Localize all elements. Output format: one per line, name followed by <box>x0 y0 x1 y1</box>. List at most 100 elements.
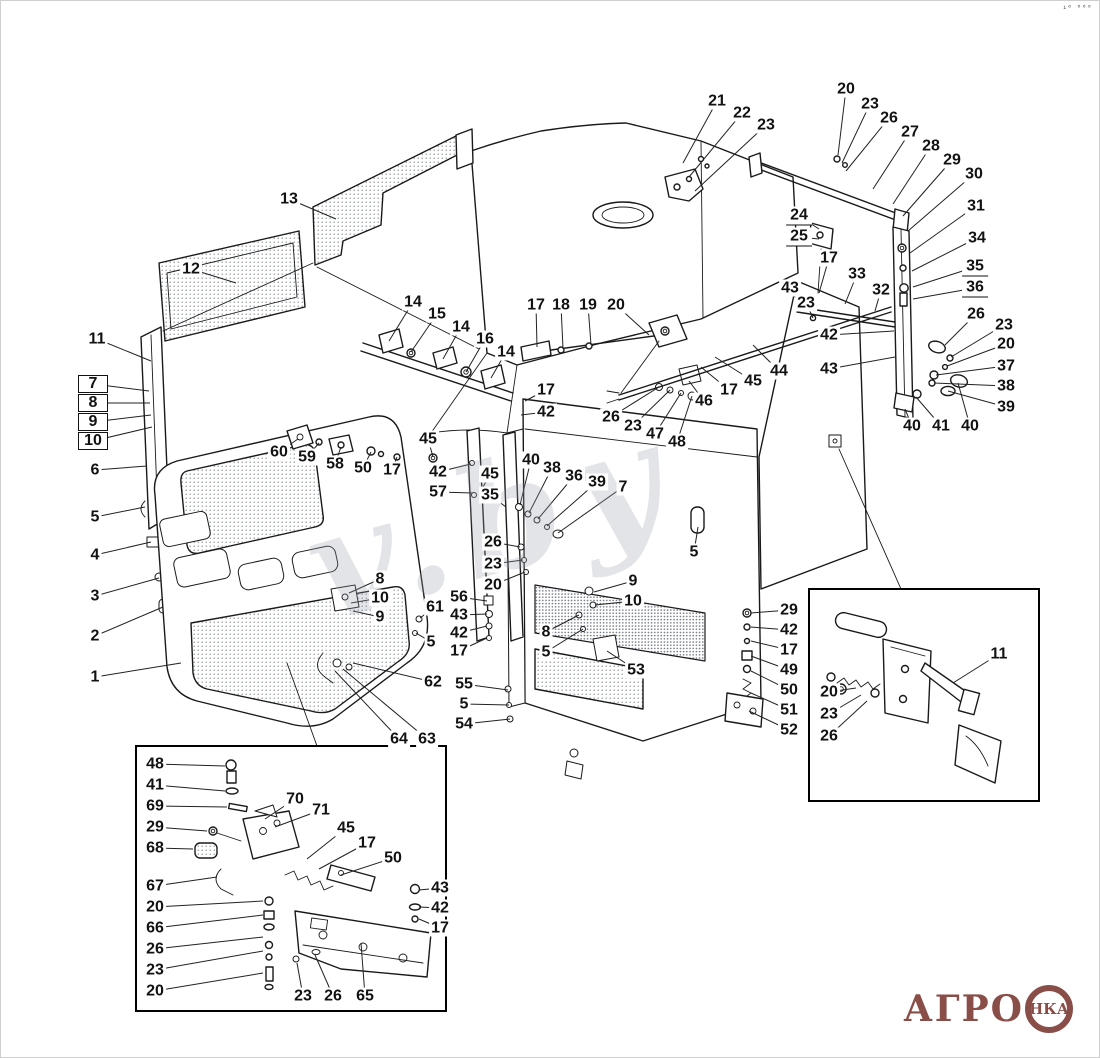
callout-10: 10 <box>78 432 108 450</box>
callout-24: 24 <box>786 206 812 226</box>
callout-42: 42 <box>427 463 449 481</box>
callout-26: 26 <box>818 727 840 745</box>
callout-23: 23 <box>482 555 504 573</box>
callout-29: 29 <box>778 601 800 619</box>
callout-14: 14 <box>495 343 517 361</box>
callout-45: 45 <box>742 372 764 390</box>
callout-41: 41 <box>144 776 166 794</box>
callout-17: 17 <box>381 461 403 479</box>
callout-26: 26 <box>322 987 344 1005</box>
callout-42: 42 <box>818 326 840 344</box>
callout-30: 30 <box>963 165 985 183</box>
callout-70: 70 <box>284 790 306 808</box>
callout-18: 18 <box>550 296 572 314</box>
callout-44: 44 <box>768 362 790 380</box>
callout-9: 9 <box>78 413 108 431</box>
callout-8: 8 <box>373 570 387 588</box>
callout-61: 61 <box>424 598 446 616</box>
callout-5: 5 <box>457 695 471 713</box>
callout-32: 32 <box>870 281 892 299</box>
callout-17: 17 <box>535 381 557 399</box>
callout-25: 25 <box>786 227 812 247</box>
callout-23: 23 <box>993 316 1015 334</box>
latch-cluster-left <box>286 424 438 463</box>
callout-20: 20 <box>144 982 166 1000</box>
callout-20: 20 <box>605 296 627 314</box>
callout-71: 71 <box>310 801 332 819</box>
callout-43: 43 <box>818 360 840 378</box>
callout-23: 23 <box>622 417 644 435</box>
callout-33: 33 <box>846 265 868 283</box>
callout-23: 23 <box>795 294 817 312</box>
callout-69: 69 <box>144 797 166 815</box>
callout-51: 51 <box>778 701 800 719</box>
callout-13: 13 <box>278 190 300 208</box>
callout-65: 65 <box>354 987 376 1005</box>
callout-29: 29 <box>144 818 166 836</box>
callout-55: 55 <box>453 675 475 693</box>
callout-50: 50 <box>778 681 800 699</box>
callout-15: 15 <box>426 305 448 323</box>
callout-7: 7 <box>78 375 108 393</box>
callout-26: 26 <box>965 305 987 323</box>
callout-17: 17 <box>356 834 378 852</box>
callout-20: 20 <box>818 683 840 701</box>
callout-5: 5 <box>539 643 553 661</box>
callout-2: 2 <box>88 627 102 645</box>
callout-14: 14 <box>402 293 424 311</box>
inset-detail-left <box>135 745 447 1012</box>
leader-to-right-inset <box>838 448 902 590</box>
callout-23: 23 <box>755 116 777 134</box>
brand-logo-text: АГРО <box>903 988 1024 1030</box>
callout-38: 38 <box>541 459 563 477</box>
callout-37: 37 <box>995 357 1017 375</box>
callout-23: 23 <box>144 961 166 979</box>
callout-17: 17 <box>448 642 470 660</box>
callout-19: 19 <box>577 296 599 314</box>
front-grille <box>153 415 429 727</box>
callout-17: 17 <box>429 919 451 937</box>
callout-17: 17 <box>818 249 840 267</box>
callout-48: 48 <box>144 755 166 773</box>
callout-43: 43 <box>429 879 451 897</box>
callout-14: 14 <box>450 318 472 336</box>
callout-58: 58 <box>324 455 346 473</box>
bracket-and-rod <box>796 222 896 328</box>
callout-42: 42 <box>429 899 451 917</box>
callout-21: 21 <box>706 92 728 110</box>
left-shield-panel <box>158 230 306 342</box>
callout-27: 27 <box>899 123 921 141</box>
callout-20: 20 <box>482 576 504 594</box>
callout-23: 23 <box>292 987 314 1005</box>
callout-43: 43 <box>779 279 801 297</box>
callout-9: 9 <box>626 572 640 590</box>
callout-34: 34 <box>966 229 988 247</box>
callout-52: 52 <box>778 721 800 739</box>
callout-39: 39 <box>586 473 608 491</box>
callout-42: 42 <box>778 621 800 639</box>
callout-42: 42 <box>448 624 470 642</box>
callout-8: 8 <box>78 394 108 412</box>
callout-26: 26 <box>600 408 622 426</box>
callout-12: 12 <box>180 260 202 278</box>
callout-5: 5 <box>424 633 438 651</box>
callout-67: 67 <box>144 877 166 895</box>
rear-quarter-panel <box>758 280 868 590</box>
callout-39: 39 <box>995 398 1017 416</box>
hood-stay-linkage <box>520 306 892 404</box>
leader-to-left-inset <box>286 662 318 747</box>
callout-45: 45 <box>417 430 439 448</box>
callout-46: 46 <box>693 392 715 410</box>
callout-11: 11 <box>86 330 108 348</box>
callout-68: 68 <box>144 839 166 857</box>
callout-17: 17 <box>718 381 740 399</box>
inset-detail-right <box>808 588 1040 802</box>
callout-20: 20 <box>144 898 166 916</box>
hinge-bracket-row <box>360 328 514 402</box>
callout-42: 42 <box>535 403 557 421</box>
callout-36: 36 <box>962 278 988 298</box>
callout-22: 22 <box>731 104 753 122</box>
callout-29: 29 <box>941 151 963 169</box>
